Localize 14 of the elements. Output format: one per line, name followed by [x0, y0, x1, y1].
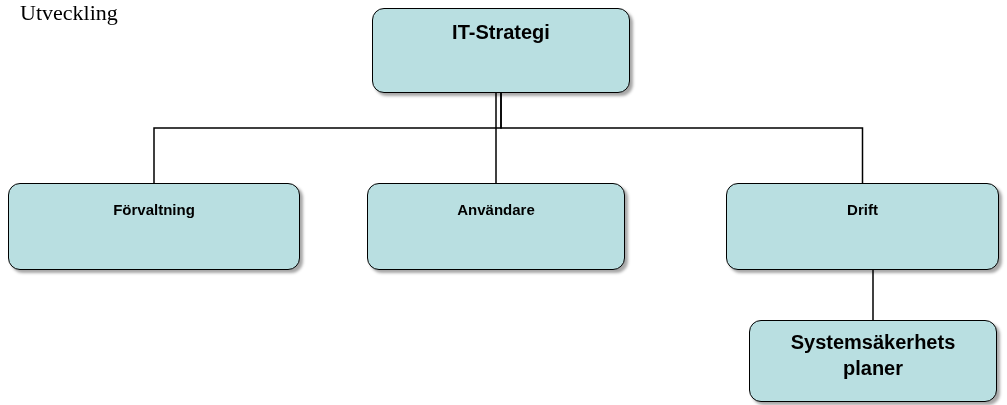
box-label: Drift [847, 200, 878, 220]
box-label: Användare [457, 200, 535, 220]
org-box [367, 183, 625, 270]
box-label: Förvaltning [113, 200, 195, 220]
connector-line [495, 92, 497, 184]
heading-text: Utveckling [20, 0, 118, 26]
box-label: Systemsäkerhets planer [789, 330, 957, 381]
connector-line [872, 269, 874, 321]
org-box [372, 8, 630, 93]
org-box [749, 320, 997, 402]
org-box [8, 183, 300, 270]
connector-line [500, 92, 864, 184]
org-box [726, 183, 999, 270]
box-label: IT-Strategi [452, 20, 550, 45]
